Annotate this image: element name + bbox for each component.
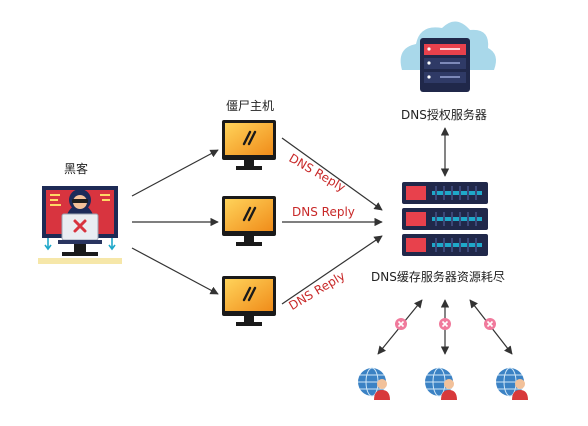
computer-monitor-icon: [222, 276, 276, 326]
cloud-server-icon: [400, 21, 496, 92]
globe-user-icon: [358, 367, 390, 400]
computer-monitor-icon: [222, 120, 276, 170]
globe-user-icon: [425, 367, 457, 400]
computer-monitor-icon: [222, 196, 276, 246]
reply-arrows: [281, 137, 383, 305]
dns-reply-label: DNS Reply: [292, 205, 355, 219]
x-badge-icon: [395, 318, 407, 330]
hacker-computer-icon: [38, 186, 122, 264]
x-badge-icon: [439, 318, 451, 330]
x-badge-icon: [484, 318, 496, 330]
zombie-hosts-label: 僵尸主机: [226, 99, 275, 113]
hacker-label: 黑客: [64, 162, 89, 176]
server-rack-icon: [402, 182, 488, 256]
cache-server-label: DNS缓存服务器资源耗尽: [371, 270, 505, 284]
auth-server-label: DNS授权服务器: [401, 108, 487, 122]
hacker-to-zombie-arrows: [131, 149, 219, 295]
globe-user-icon: [496, 367, 528, 400]
